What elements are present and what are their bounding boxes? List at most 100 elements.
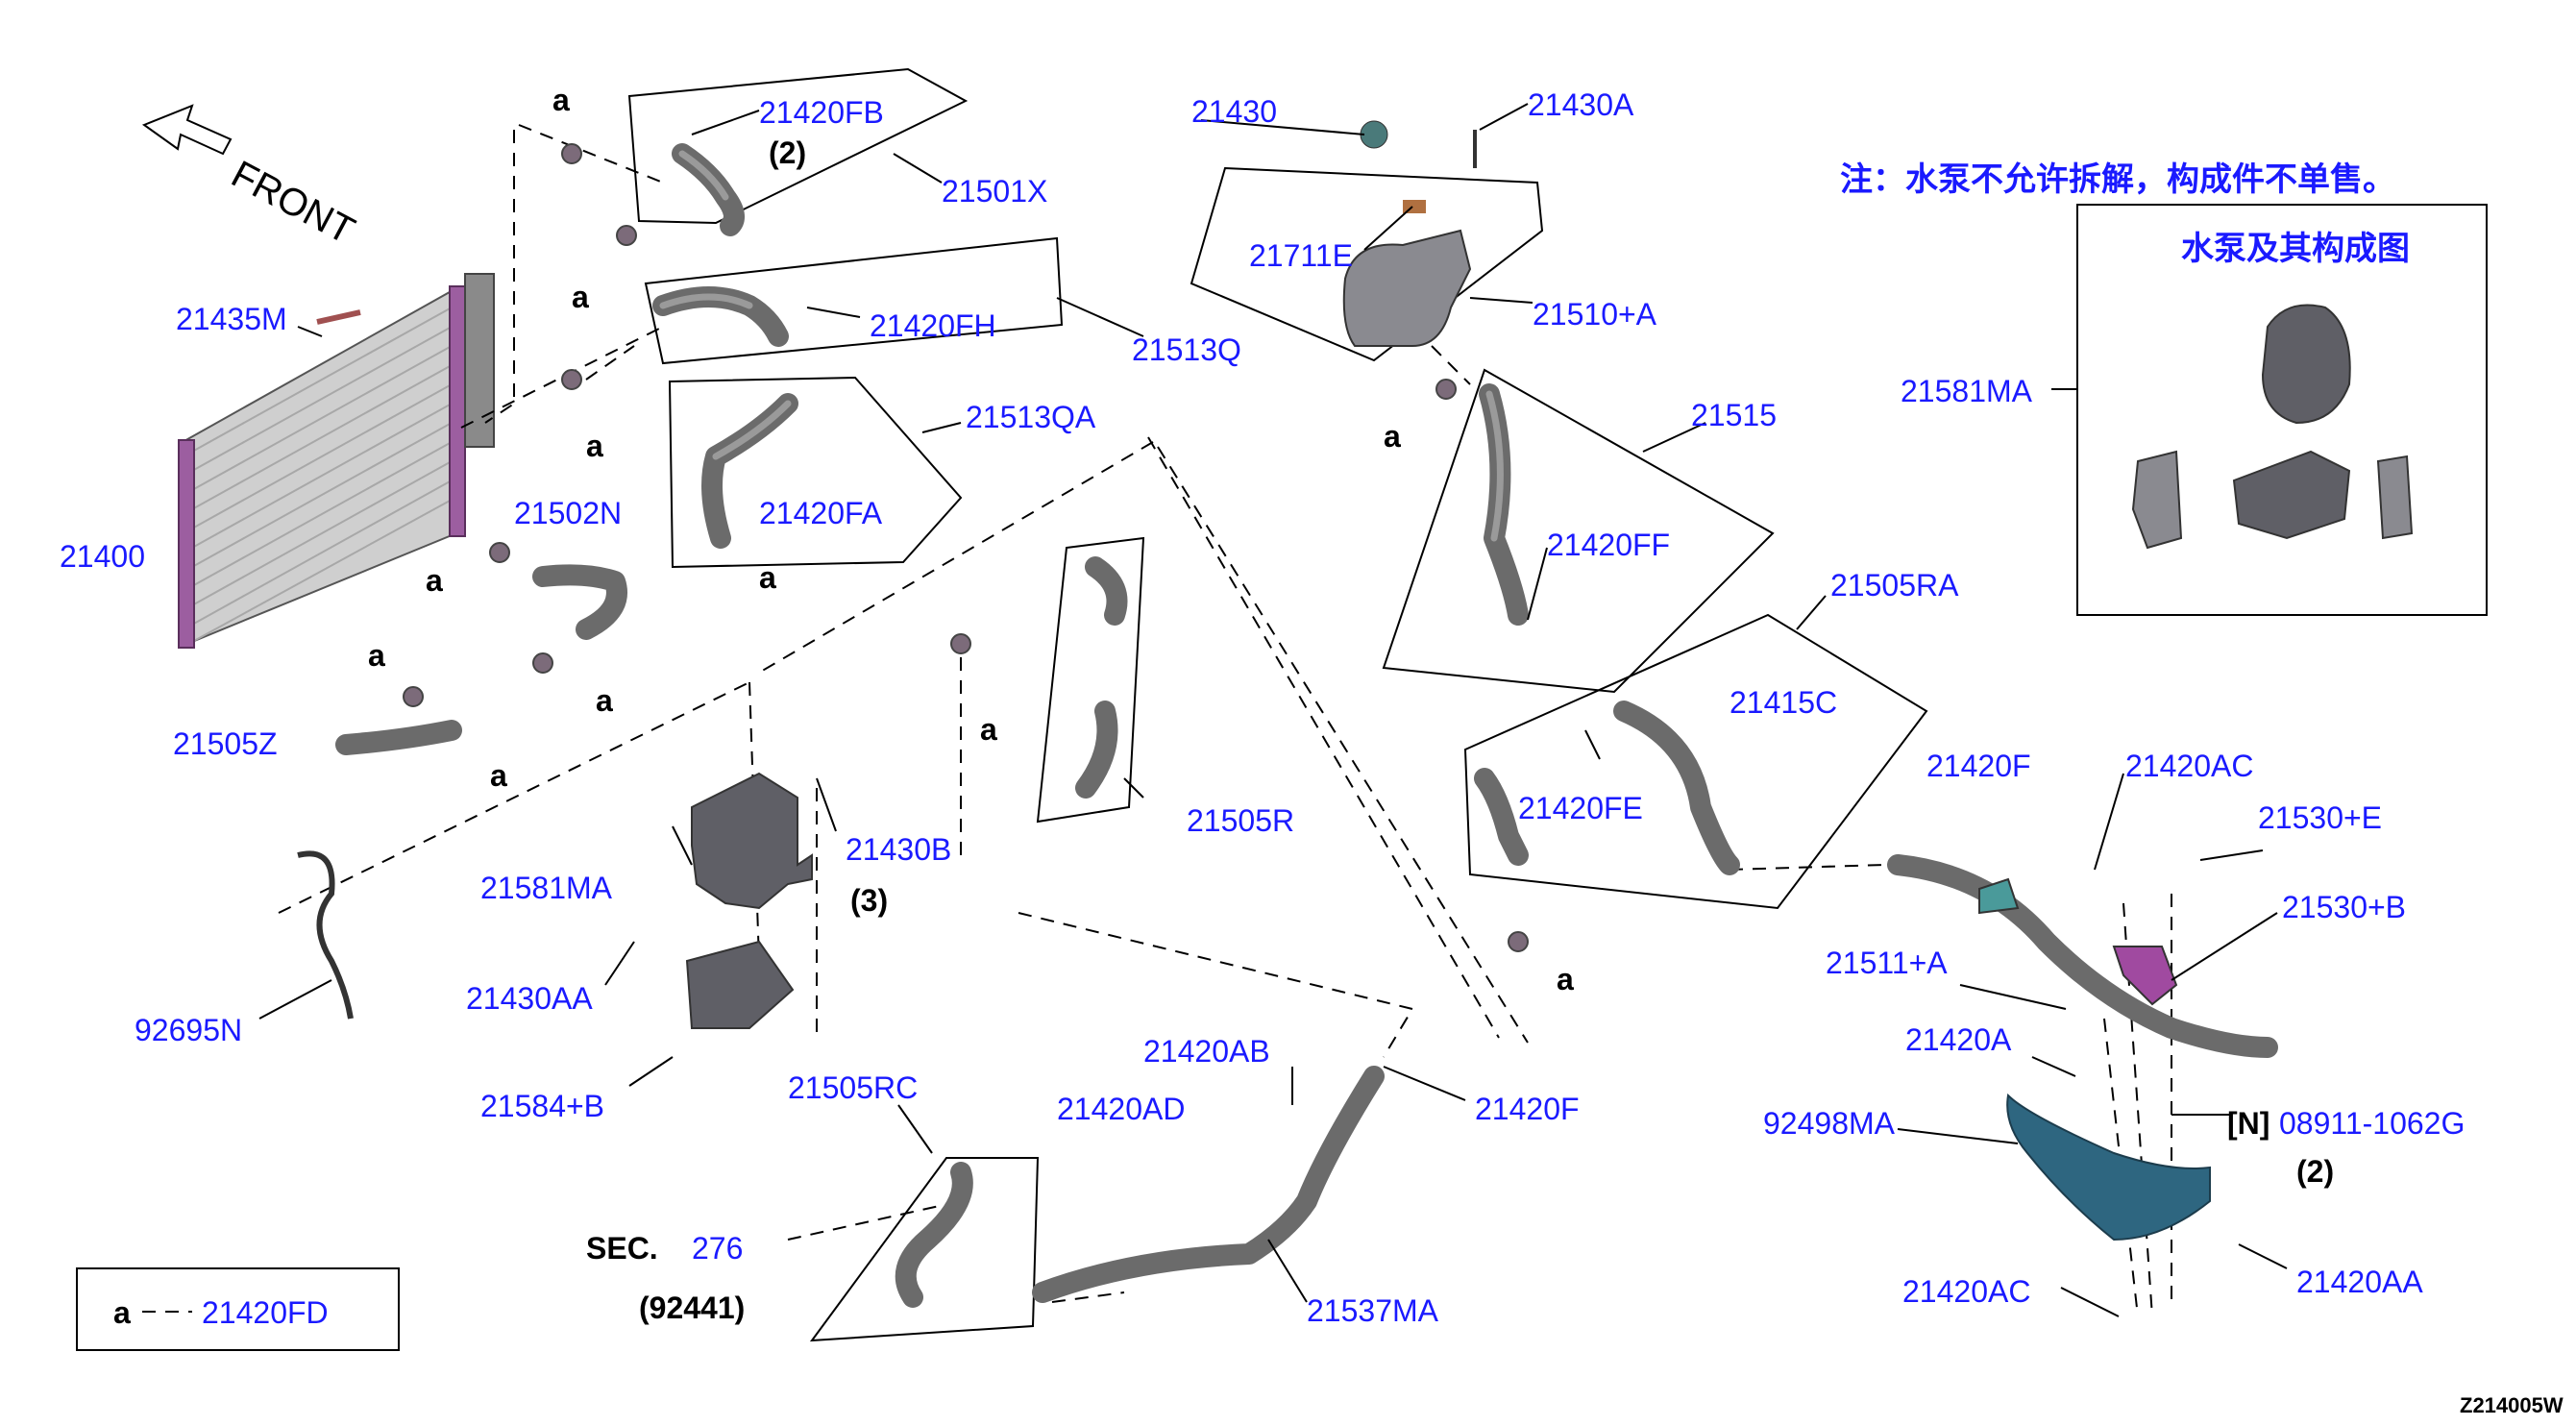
- hose-21515: [1479, 383, 1529, 626]
- water-outlet: [1978, 877, 2020, 915]
- legend-part: 21420FD: [202, 1295, 329, 1330]
- label-21513q: 21513Q: [1132, 332, 1241, 367]
- sec-number: 276: [692, 1231, 743, 1266]
- connector-a: a: [586, 429, 603, 463]
- label-21513qa: 21513QA: [966, 400, 1096, 434]
- legend-box: [76, 1267, 400, 1351]
- pipe-21511a: [1887, 854, 2278, 1058]
- radiator-seal: [316, 309, 361, 325]
- connector-a: a: [759, 560, 776, 595]
- inset-title: 水泵及其构成图: [2181, 230, 2410, 268]
- hose-21505rc: [895, 1162, 973, 1308]
- qty-marker-2b: (2): [2296, 1154, 2334, 1189]
- label-21420aa: 21420AA: [2296, 1265, 2423, 1299]
- front-label: FRONT: [225, 153, 361, 253]
- connector-a: a: [368, 638, 385, 673]
- label-21537ma: 21537MA: [1307, 1293, 1439, 1328]
- connector-a: a: [980, 712, 997, 747]
- label-21430: 21430: [1191, 94, 1277, 129]
- label-n-marker: [N]: [2227, 1106, 2269, 1141]
- label-21581ma-inset: 21581MA: [1901, 374, 2033, 408]
- box-21505ra: [1463, 613, 1928, 910]
- note-text: 注：水泵不允许拆解，构成件不单售。: [1840, 160, 2395, 199]
- label-21502n: 21502N: [514, 496, 622, 530]
- label-21420ff: 21420FF: [1547, 528, 1670, 562]
- label-21420f-right: 21420F: [1926, 749, 2031, 783]
- box-21501x: [627, 67, 969, 225]
- hose-21513q: [652, 286, 789, 347]
- legend-symbol: a: [113, 1295, 131, 1330]
- label-21420fe: 21420FE: [1518, 791, 1643, 825]
- label-21511a: 21511+A: [1826, 946, 1948, 980]
- hose-21505ra: [1474, 701, 1740, 875]
- label-21581ma: 21581MA: [480, 871, 613, 905]
- inset-box: [2076, 204, 2488, 616]
- hose-21502n: [532, 564, 627, 640]
- clips: [403, 143, 1529, 952]
- connector-a: a: [1384, 419, 1401, 454]
- label-21584b: 21584+B: [480, 1089, 604, 1123]
- label-21420a: 21420A: [1905, 1022, 2012, 1057]
- label-21420fa: 21420FA: [759, 496, 883, 530]
- label-21510a: 21510+A: [1533, 297, 1657, 332]
- box-21515: [1382, 368, 1775, 694]
- hose-21501x: [672, 143, 745, 236]
- label-21420ac-top: 21420AC: [2125, 749, 2253, 783]
- box-21510a: [1190, 166, 1544, 362]
- label-21515: 21515: [1691, 398, 1777, 432]
- pipe-21537ma: [1032, 1066, 1385, 1303]
- box-21505r: [1036, 536, 1145, 824]
- connector-a: a: [426, 563, 443, 598]
- label-21420ab: 21420AB: [1143, 1034, 1270, 1069]
- box-21513q: [644, 236, 1064, 365]
- reservoir-92498ma: [2006, 1093, 2211, 1242]
- label-21430aa: 21430AA: [466, 981, 593, 1016]
- label-21420f-lower: 21420F: [1475, 1092, 1580, 1126]
- label-21435m: 21435M: [176, 302, 287, 336]
- connector-a: a: [1557, 962, 1574, 996]
- label-21505z: 21505Z: [173, 726, 278, 761]
- label-21420fb: 21420FB: [759, 95, 884, 130]
- label-21505rc: 21505RC: [788, 1070, 918, 1105]
- diagram-code: Z214005W: [2460, 1393, 2564, 1417]
- water-pump: [685, 772, 813, 1029]
- qty-marker-2: (2): [769, 135, 806, 170]
- inset-pump-parts: [2131, 304, 2414, 550]
- qty-marker-3: (3): [850, 883, 888, 918]
- sec-code: (92441): [639, 1291, 745, 1325]
- connector-a: a: [490, 758, 507, 793]
- label-21400: 21400: [60, 539, 145, 574]
- connector-a: a: [596, 683, 613, 718]
- label-21415c: 21415C: [1730, 685, 1837, 720]
- label-21530e: 21530+E: [2258, 800, 2382, 835]
- label-21505r: 21505R: [1187, 803, 1294, 838]
- connector-letters: a a a a a a a a a a a: [368, 83, 1574, 996]
- leader-lines: [258, 103, 2288, 1317]
- radiator: [178, 273, 495, 649]
- label-21430a: 21430A: [1528, 87, 1634, 122]
- hose-21505r: [1075, 556, 1128, 799]
- front-arrow-icon: [141, 104, 233, 156]
- label-21420ad: 21420AD: [1057, 1092, 1185, 1126]
- box-21505rc: [809, 1157, 1040, 1342]
- box-21513qa: [668, 376, 963, 569]
- label-92498ma: 92498MA: [1763, 1106, 1896, 1141]
- label-21430b: 21430B: [846, 832, 951, 867]
- hose-21505z: [335, 720, 462, 755]
- label-92695n: 92695N: [135, 1013, 242, 1047]
- label-21505ra: 21505RA: [1830, 568, 1959, 602]
- reservoir-tank: [1342, 120, 1477, 347]
- label-21501x: 21501X: [942, 174, 1047, 209]
- label-21420ac-bottom: 21420AC: [1902, 1274, 2030, 1309]
- wire-harness: [297, 850, 354, 1020]
- connector-a: a: [552, 83, 570, 117]
- bracket-21530b: [2112, 946, 2178, 1006]
- label-21530b: 21530+B: [2282, 890, 2406, 924]
- connector-a: a: [572, 280, 589, 314]
- label-21420fh: 21420FH: [870, 308, 996, 343]
- hose-21513qa: [701, 393, 798, 549]
- label-08911: 08911-1062G: [2279, 1106, 2465, 1141]
- label-21711e: 21711E: [1249, 238, 1353, 273]
- sec-prefix: SEC.: [586, 1231, 658, 1266]
